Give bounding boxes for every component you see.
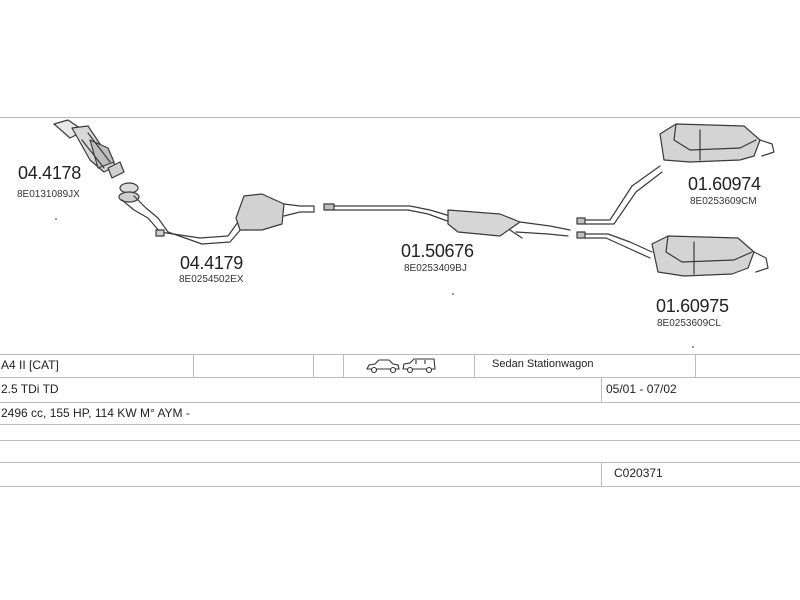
part-code-rear-silencer-lower[interactable]: 01.60975 <box>656 296 729 316</box>
table-divider <box>601 462 602 486</box>
front-pipe-catalyst-drawing <box>118 182 315 245</box>
rear-silencer-upper-drawing <box>576 123 775 225</box>
table-line <box>0 462 800 463</box>
oe-number-rear-silencer-lower: 8E0253609CL <box>657 318 721 329</box>
table-line <box>0 377 800 378</box>
table-divider <box>313 354 314 377</box>
table-divider <box>193 354 194 377</box>
oe-number-rear-silencer-upper: 8E0253609CM <box>690 196 757 207</box>
oe-number-front-catalyst: 8E0131089JX <box>17 189 80 200</box>
vehicle-model: A4 II [CAT] <box>1 358 59 372</box>
rear-silencer-lower-drawing <box>576 231 769 277</box>
sedan-car-icon <box>366 359 400 374</box>
reference-dot <box>55 218 57 220</box>
reference-dot <box>692 346 694 348</box>
vehicle-body-types: Sedan Stationwagon <box>492 358 594 370</box>
part-code-rear-silencer-upper[interactable]: 01.60974 <box>688 174 761 194</box>
part-code-front-pipe[interactable]: 04.4179 <box>180 253 243 273</box>
part-code-front-catalyst[interactable]: 04.4178 <box>18 163 81 183</box>
table-line <box>0 424 800 425</box>
table-line <box>0 486 800 487</box>
exhaust-system-diagram <box>53 119 775 277</box>
catalog-code: C020371 <box>614 466 663 480</box>
part-code-middle-silencer[interactable]: 01.50676 <box>401 241 474 261</box>
table-line <box>0 402 800 403</box>
oe-number-front-pipe: 8E0254502EX <box>179 274 244 285</box>
table-line <box>0 354 800 355</box>
middle-silencer-drawing <box>323 203 571 239</box>
table-line <box>0 440 800 441</box>
front-catalytic-converter-drawing <box>53 119 125 179</box>
car-icons <box>366 358 436 374</box>
table-divider <box>601 377 602 402</box>
table-divider <box>343 354 344 377</box>
top-border <box>0 117 800 118</box>
table-divider <box>474 354 475 377</box>
vehicle-years: 05/01 - 07/02 <box>606 382 677 396</box>
oe-number-middle-silencer: 8E0253409BJ <box>404 263 467 274</box>
vehicle-engine: 2.5 TDi TD <box>1 382 59 396</box>
vehicle-specs: 2496 cc, 155 HP, 114 KW M° AYM - <box>1 406 190 420</box>
stationwagon-car-icon <box>402 358 436 374</box>
reference-dot <box>452 293 454 295</box>
table-divider <box>695 354 696 377</box>
